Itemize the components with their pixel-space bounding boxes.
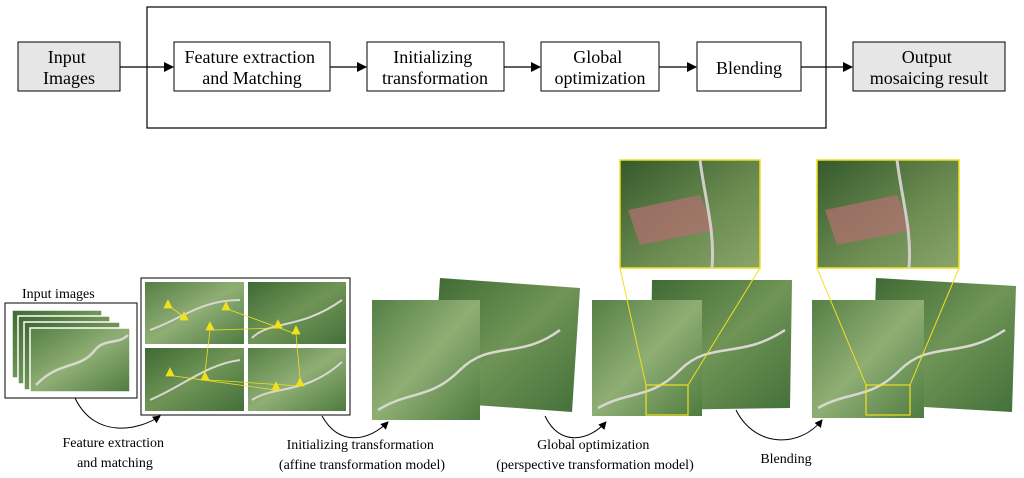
match-markers xyxy=(163,299,305,391)
output-box-label: Output mosaicing result xyxy=(870,47,988,88)
caption-initializing: Initializing transformation (affine tran… xyxy=(279,438,445,473)
step-feature-extraction-box xyxy=(173,41,331,92)
caption-global-optimization: Global optimization (perspective transfo… xyxy=(496,438,694,473)
step-global-optimization-label: Global optimization xyxy=(555,47,646,88)
perspective-mosaic xyxy=(592,280,792,416)
step-blending-label: Blending xyxy=(716,58,782,78)
input-images-label: Input images xyxy=(22,287,95,302)
caption-feature-extraction: Feature extraction and matching xyxy=(63,436,168,471)
zoom-inset-before xyxy=(619,159,761,386)
step-blending-box xyxy=(696,41,802,92)
output-box xyxy=(852,41,1006,92)
stage-arrow-blending xyxy=(735,409,823,441)
step-feature-extraction-label: Feature extraction and Matching xyxy=(185,47,320,88)
input-images-box xyxy=(17,41,121,92)
step-global-optimization-box xyxy=(540,41,660,92)
input-images-box-label: Input Images xyxy=(43,47,95,88)
input-image-stack xyxy=(11,309,131,393)
affine-mosaic xyxy=(372,278,580,420)
zoom-inset-after xyxy=(816,159,960,386)
blended-mosaic xyxy=(812,278,1016,418)
stage-arrow-feature xyxy=(74,397,161,429)
feature-matching-panels xyxy=(145,282,346,411)
step-initializing-label: Initializing transformation xyxy=(382,47,488,88)
caption-blending: Blending xyxy=(760,452,811,467)
stage-arrow-initializing xyxy=(321,415,389,439)
stage-arrow-global xyxy=(544,415,607,439)
